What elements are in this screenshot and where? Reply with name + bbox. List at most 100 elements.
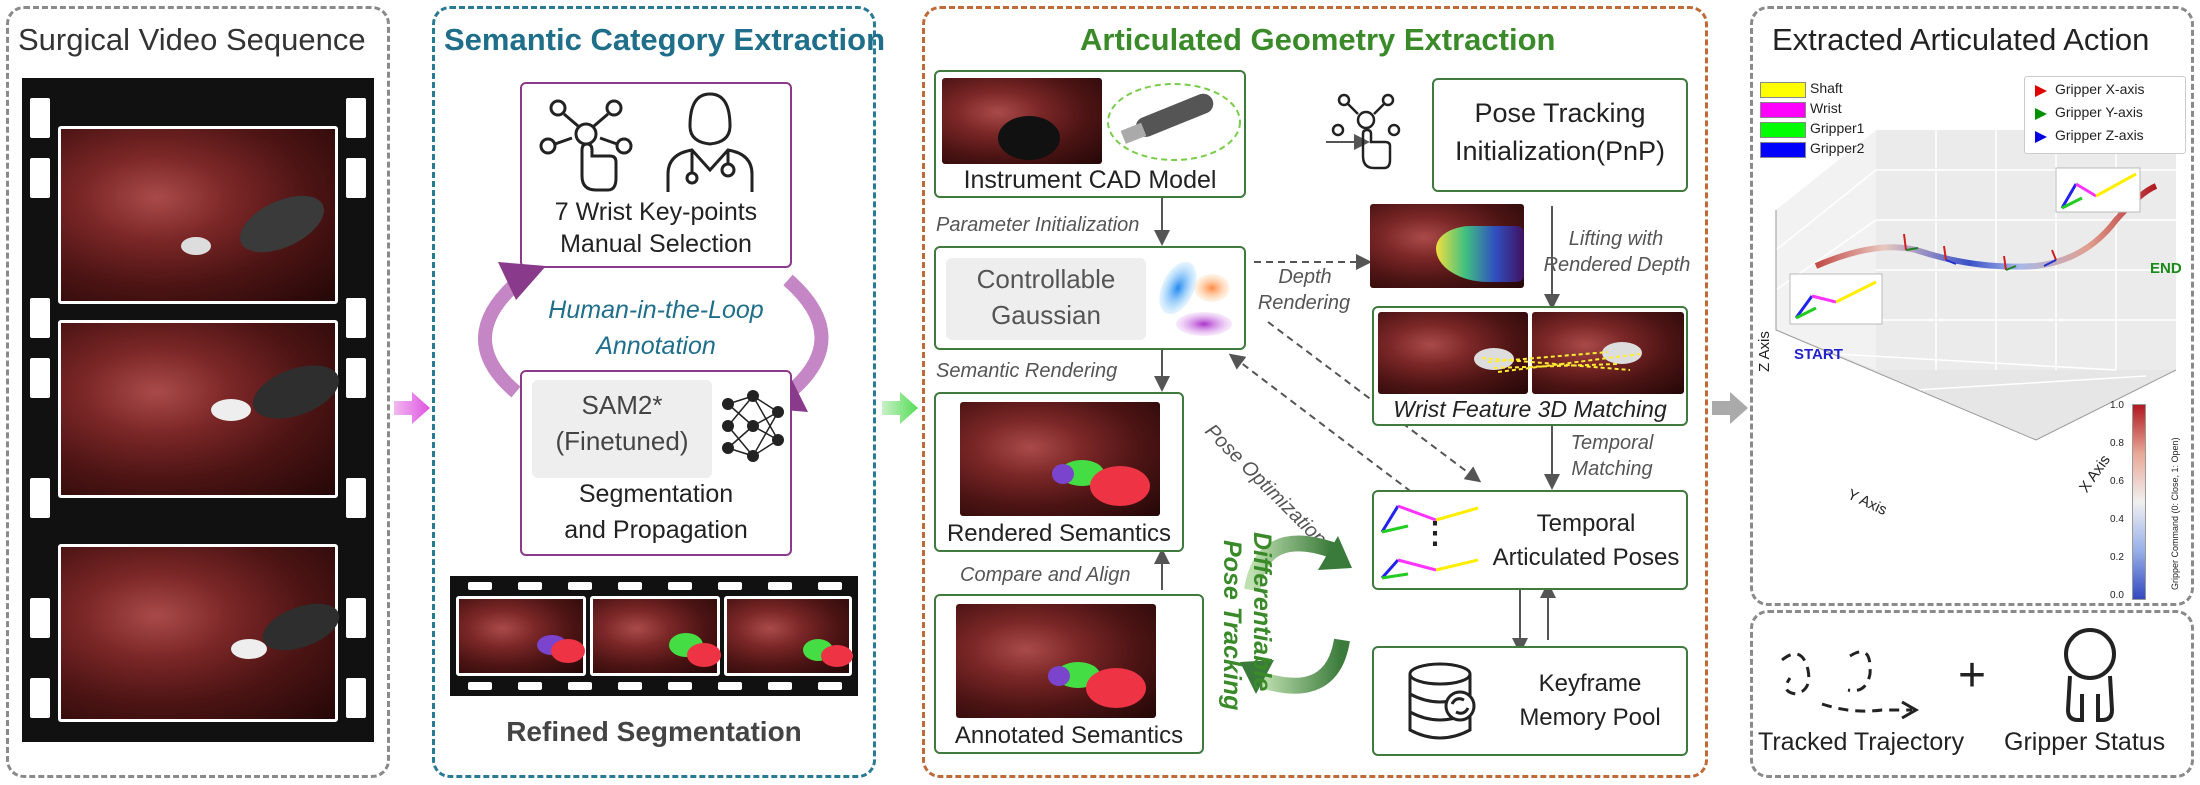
legend-swatch-shaft — [1760, 82, 1806, 98]
colorbar-tick-1: 1.0 — [2110, 400, 2124, 411]
param-init-label: Parameter Initialization — [936, 214, 1140, 236]
colorbar-tick-0.8: 0.8 — [2110, 438, 2124, 449]
legend-swatch-gripper2 — [1760, 142, 1806, 158]
legend-swatch-wrist — [1760, 102, 1806, 118]
keypoints-label-line2: Manual Selection — [560, 230, 752, 258]
trajectory-3d-plot — [1775, 130, 2177, 441]
sam-box: SAM2* (Finetuned) Segmentation and Propa… — [520, 370, 792, 556]
flow-arrow-3 — [1712, 392, 1748, 424]
pose-skeleton-icon — [1380, 504, 1479, 580]
parts-legend: Shaft Wrist Gripper1 Gripper2 — [1760, 80, 1864, 160]
refined-frame-3 — [724, 596, 853, 676]
legend-swatch-gripper1 — [1760, 122, 1806, 138]
lifting-line2: Rendered Depth — [1543, 254, 1691, 276]
cad-frame — [942, 78, 1102, 164]
diff-pose-tracking-arrows — [1240, 535, 1352, 694]
temporal-poses-line1: Temporal — [1536, 510, 1636, 537]
keypoints-label-line1: 7 Wrist Key-points — [554, 198, 758, 226]
axes-legend: Gripper X-axis Gripper Y-axis Gripper Z-… — [2024, 76, 2186, 154]
gripper-status-label: Gripper Status — [2004, 728, 2166, 756]
loop-label-line1: Human-in-the-Loop — [548, 296, 764, 324]
diff-label-line1: Differentiable — [1248, 532, 1276, 692]
seg-label-line1: Segmentation — [578, 480, 734, 508]
gaussian-box: Controllable Gaussian — [934, 246, 1246, 350]
plus-sign: + — [1958, 649, 1987, 702]
annotated-semantics-frame — [956, 604, 1156, 718]
temporal-matching-line2: Matching — [1571, 458, 1653, 480]
semantic-panel-title: Semantic Category Extraction — [444, 22, 886, 57]
cad-model-label: Instrument CAD Model — [963, 166, 1217, 194]
keyframe-label-line1: Keyframe — [1538, 670, 1642, 697]
gaussian-label-line2: Gaussian — [991, 300, 1101, 330]
temporal-poses-line2: Articulated Poses — [1492, 544, 1680, 571]
rendered-depth-image — [1370, 204, 1524, 288]
colorbar-tick-0.0: 0.0 — [2110, 590, 2124, 601]
pnp-box: Pose Tracking Initialization(PnP) — [1432, 78, 1688, 192]
depth-rendering-line2: Rendering — [1257, 292, 1351, 314]
pnp-label-line2: Initialization(PnP) — [1454, 136, 1666, 166]
annotated-semantics-label: Annotated Semantics — [954, 722, 1184, 749]
sam-label-line1: SAM2* — [581, 390, 663, 420]
gripper-icon — [2064, 628, 2116, 722]
matching-frame-left — [1378, 312, 1528, 394]
neural-network-icon — [722, 390, 784, 462]
geometry-panel — [922, 6, 1708, 778]
annotated-semantics-box: Annotated Semantics — [934, 594, 1204, 754]
colorbar-label: Gripper Command (0: Close, 1: Open) — [2170, 437, 2180, 590]
video-frame-3 — [58, 544, 346, 722]
legend-label-shaft: Shaft — [1810, 80, 1843, 96]
rendered-semantics-label: Rendered Semantics — [946, 520, 1172, 547]
semantic-panel — [432, 6, 876, 778]
gaussian-splats-icon — [1159, 261, 1232, 336]
gaussian-label-line1: Controllable — [976, 264, 1116, 294]
keypoint-selection-box: 7 Wrist Key-points Manual Selection — [520, 82, 792, 268]
hand-touch-icon-small — [1331, 93, 1401, 170]
tracked-trajectory-label: Tracked Trajectory — [1758, 728, 1965, 756]
colorbar-tick-0.2: 0.2 — [2110, 552, 2124, 563]
video-panel-title: Surgical Video Sequence — [18, 22, 366, 57]
gaussian-badge — [946, 258, 1146, 340]
rendered-semantics-box: Rendered Semantics — [934, 392, 1184, 552]
flow-arrow-2 — [882, 392, 918, 424]
colorbar-tick-0.6: 0.6 — [2110, 476, 2124, 487]
end-label: END — [2150, 260, 2182, 277]
keyframe-pool-box: Keyframe Memory Pool — [1372, 646, 1688, 756]
cad-model-box: Instrument CAD Model — [934, 70, 1246, 198]
legend-label-x-axis: Gripper X-axis — [2055, 81, 2145, 97]
compare-align-label: Compare and Align — [960, 564, 1131, 586]
wrist-matching-box: Wrist Feature 3D Matching — [1372, 306, 1688, 426]
gripper-colorbar — [2132, 404, 2146, 600]
video-panel — [6, 6, 390, 778]
matching-lines — [1481, 351, 1641, 373]
refined-film-strip — [450, 576, 858, 696]
action-panel-title: Extracted Articulated Action — [1772, 22, 2150, 57]
flow-arrow-1 — [394, 392, 430, 424]
start-label: START — [1794, 346, 1843, 363]
refined-seg-label: Refined Segmentation — [506, 716, 802, 747]
database-icon — [1408, 662, 1476, 740]
temporal-matching-line1: Temporal — [1570, 432, 1654, 454]
legend-axis-markers — [2035, 85, 2047, 143]
film-strip — [22, 78, 374, 742]
legend-label-y-axis: Gripper Y-axis — [2055, 104, 2143, 120]
poses-ellipsis: ⋮ — [1420, 517, 1450, 550]
geometry-panel-title: Articulated Geometry Extraction — [1080, 22, 1556, 57]
keyframe-label-line2: Memory Pool — [1519, 704, 1661, 731]
diff-label-line2: Pose Tracking — [1218, 540, 1246, 711]
pnp-label-line1: Pose Tracking — [1474, 98, 1646, 128]
video-frame-1 — [58, 126, 338, 304]
loop-label-line2: Annotation — [596, 332, 716, 360]
sam-label-line2: (Finetuned) — [555, 426, 689, 456]
legend-label-gripper2: Gripper2 — [1810, 140, 1865, 156]
lifting-line1: Lifting with — [1568, 228, 1664, 250]
legend-label-gripper1: Gripper1 — [1810, 120, 1865, 136]
legend-label-wrist: Wrist — [1810, 100, 1842, 116]
semantic-rendering-label: Semantic Rendering — [936, 360, 1118, 382]
trajectory-icon — [1781, 650, 1920, 720]
seg-label-line2: and Propagation — [564, 516, 748, 544]
rendered-semantics-frame — [960, 402, 1160, 516]
z-axis-label: Z Axis — [1756, 331, 1773, 372]
temporal-poses-box: ⋮ Temporal Articulated Poses — [1372, 490, 1688, 590]
hand-touch-icon — [539, 99, 633, 192]
depth-rendering-line1: Depth — [1278, 266, 1332, 288]
